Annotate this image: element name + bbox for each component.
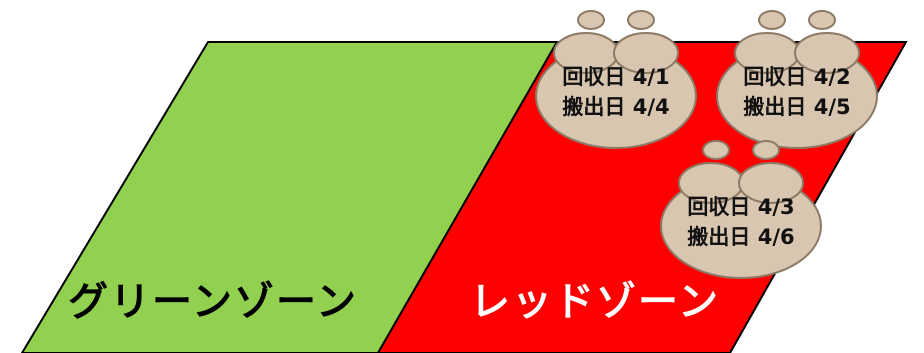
shipping-date: 搬出日 4/5 [743, 95, 851, 119]
garbage-bag-icon [660, 140, 822, 279]
shipping-date: 搬出日 4/6 [687, 225, 795, 249]
garbage-bag-icon [535, 10, 697, 149]
bag-label: 回収日 4/2 搬出日 4/5 [727, 62, 867, 122]
collection-date: 回収日 4/1 [562, 65, 670, 89]
bag-label: 回収日 4/3 搬出日 4/6 [671, 192, 811, 252]
green-zone-label: グリーンゾーン [68, 279, 358, 325]
bag-label: 回収日 4/1 搬出日 4/4 [546, 62, 686, 122]
green-zone [20, 41, 559, 353]
red-zone-label: レッドゾーン [470, 279, 720, 325]
garbage-bag-icon [716, 10, 878, 149]
collection-date: 回収日 4/3 [687, 195, 795, 219]
collection-date: 回収日 4/2 [743, 65, 851, 89]
shipping-date: 搬出日 4/4 [562, 95, 670, 119]
